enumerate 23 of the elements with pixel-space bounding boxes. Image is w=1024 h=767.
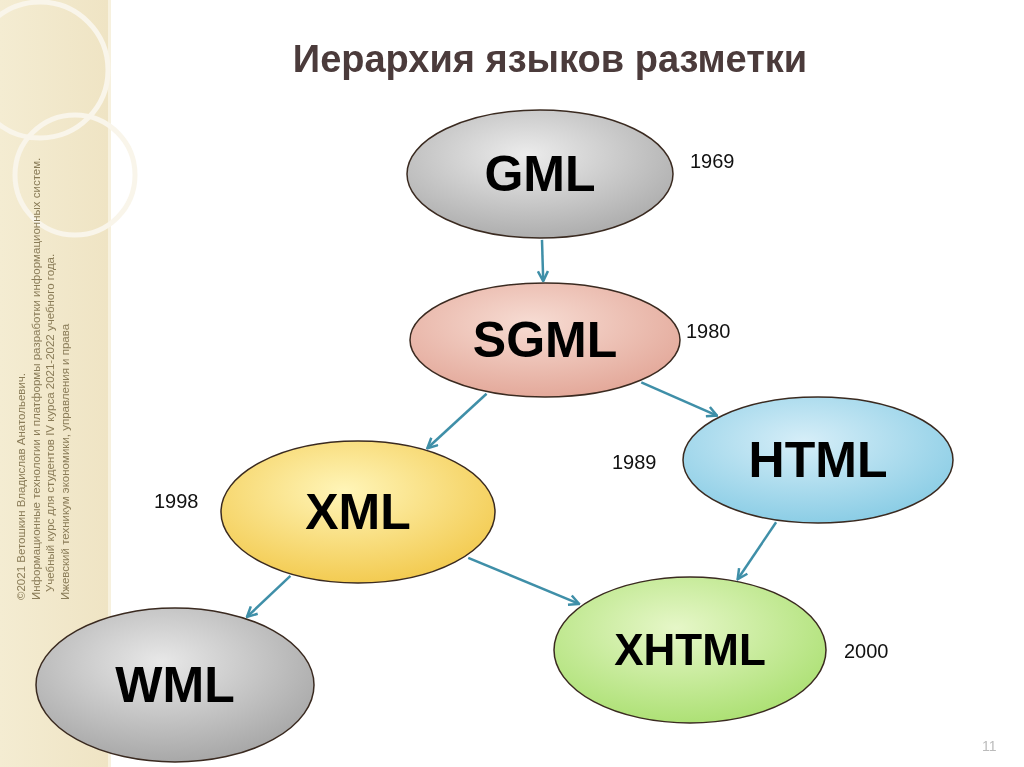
node-label: HTML	[748, 431, 888, 489]
page-number: 11	[982, 738, 997, 754]
year-label: 1980	[686, 320, 731, 343]
node-label: WML	[115, 656, 235, 714]
arrow	[536, 239, 550, 283]
arrow	[245, 575, 292, 619]
footer-note: Учебный курс для студентов IV курса 2021-2022 учебного года.	[44, 253, 56, 592]
arrow	[640, 381, 719, 418]
slide-title: Иерархия языков разметки	[291, 38, 809, 81]
arrow	[736, 521, 778, 581]
footer-note: Ижевский техникум экономики, управления и права	[58, 323, 71, 600]
footer-note: Информационные технологии и платформы разработки информационных систем.	[29, 157, 42, 600]
year-label: 2000	[844, 640, 889, 663]
year-label: 1969	[690, 150, 735, 173]
arrow	[426, 392, 488, 450]
arrow	[467, 556, 581, 606]
node-label: XHTML	[614, 625, 766, 675]
year-label: 1989	[612, 451, 657, 474]
node-label: SGML	[472, 311, 618, 369]
year-label: 1998	[154, 490, 199, 513]
node-label: XML	[305, 483, 411, 541]
footer-note: ©2021 Ветошкин Владислав Анатольевич.	[15, 372, 27, 600]
node-label: GML	[484, 145, 596, 203]
